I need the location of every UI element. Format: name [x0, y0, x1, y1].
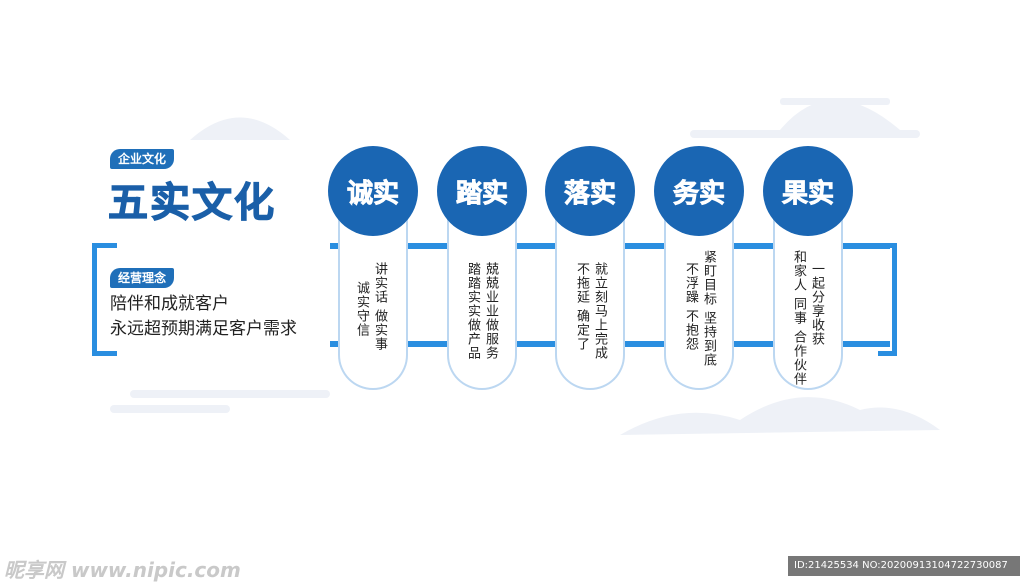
pillar-fruit-text-1: 一起分享收获: [809, 262, 824, 346]
pillar-implement: [555, 212, 625, 390]
pillar-implement-text-1: 就立刻马上完成: [592, 262, 607, 360]
pillar-fruit: [773, 212, 843, 390]
pillar-honesty-text-1: 讲实话 做实事: [372, 262, 387, 352]
enterprise-culture-tag: 企业文化: [110, 149, 175, 169]
pillar-title-pragmatic: 务实: [654, 146, 744, 236]
pillar-pragmatic-text-1: 紧盯目标 坚持到底: [701, 250, 716, 368]
pillar-implement-text-2: 不拖延 确定了: [574, 262, 589, 352]
right-bracket: [878, 243, 897, 356]
left-bracket: [92, 243, 117, 356]
cloud-mountain-left: [110, 117, 330, 413]
pillar-fruit-text-2: 和家人 同事 合作伙伴: [791, 250, 806, 387]
watermark-logo: 昵享网 www.nipic.com: [4, 558, 241, 582]
pillar-title-fruit: 果实: [763, 146, 853, 236]
pillar-title-honesty: 诚实: [328, 146, 418, 236]
pillar-steady-text-1: 兢兢业业做服务: [483, 262, 498, 360]
philosophy-tag: 经营理念: [110, 268, 175, 288]
page-title: 五实文化: [107, 179, 276, 226]
philosophy-line-2: 永远超预期满足客户需求: [110, 319, 297, 339]
pillar-steady-text-2: 踏踏实实做产品: [465, 262, 480, 360]
pillar-steady: [447, 212, 517, 390]
pillar-honesty: [338, 212, 408, 390]
cloud-mountain-right: [620, 98, 940, 435]
pillar-title-steady: 踏实: [437, 146, 527, 236]
pillar-title-implement: 落实: [545, 146, 635, 236]
philosophy-line-1: 陪伴和成就客户: [110, 294, 229, 314]
watermark-id: ID:21425534 NO:20200913104722730087: [788, 556, 1020, 576]
pillar-pragmatic: [664, 212, 734, 390]
pillar-pragmatic-text-2: 不浮躁 不抱怨: [683, 262, 698, 352]
pillar-honesty-text-2: 诚实守信: [354, 281, 369, 337]
